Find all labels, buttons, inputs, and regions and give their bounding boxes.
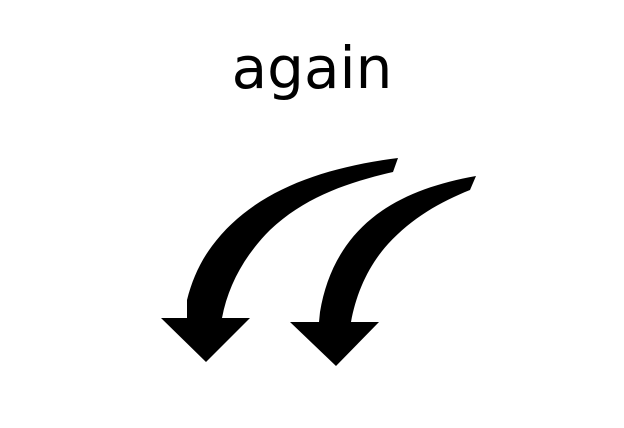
- left-curved-arrow-icon: [161, 158, 398, 362]
- word-label: again: [231, 34, 393, 102]
- right-curved-arrow-icon: [290, 176, 476, 366]
